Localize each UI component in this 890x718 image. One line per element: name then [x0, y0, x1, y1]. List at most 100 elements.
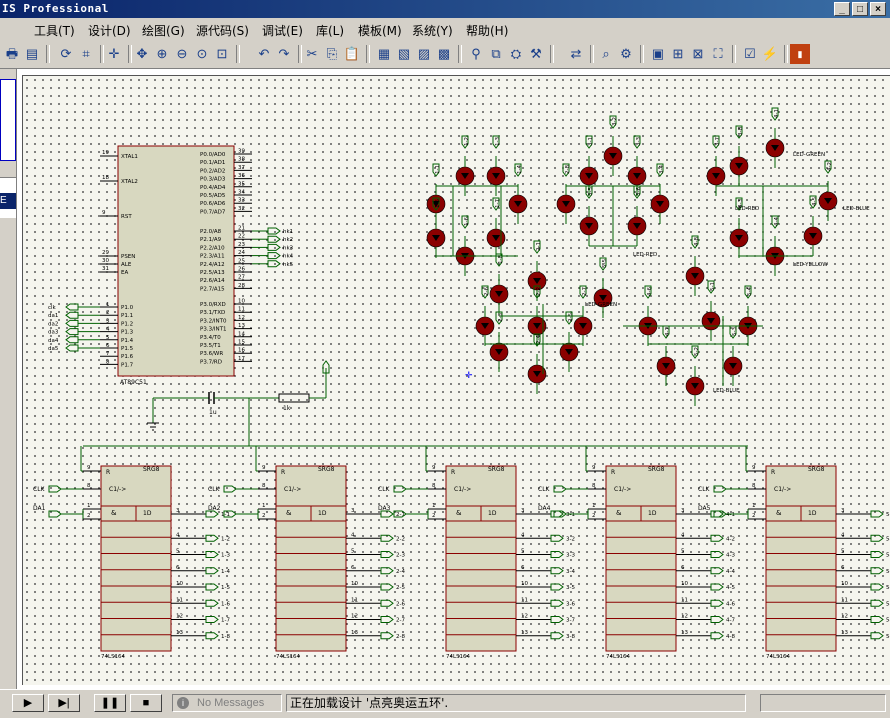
resistor-label: 1k: [283, 405, 291, 412]
stop-button[interactable]: ■: [130, 694, 162, 712]
net-label-hk1: hk1: [283, 229, 293, 235]
step-button[interactable]: ▶|: [48, 694, 80, 712]
cut-icon[interactable]: ✂: [306, 46, 318, 61]
net-label-da5: da5: [48, 346, 59, 352]
copy-icon[interactable]: ⎘: [326, 46, 338, 61]
zoom-in-icon[interactable]: ⊕: [156, 46, 168, 61]
wire-autorouter-icon[interactable]: ⇄: [570, 46, 582, 61]
zoom-all-icon[interactable]: ⊙: [196, 46, 208, 61]
package-icon[interactable]: ⛭: [510, 46, 522, 61]
mcu-pin-name: P0.6/AD6: [200, 201, 226, 207]
led-diode-symbol: [771, 145, 779, 151]
menu-item-5[interactable]: 库(L): [316, 24, 345, 38]
register-out-number: 6: [176, 565, 180, 571]
led-diode-symbol: [691, 273, 699, 279]
overview-window[interactable]: [0, 79, 16, 161]
mcu-pin-name: P0.4/AD4: [200, 185, 226, 191]
refresh-icon[interactable]: ⟳: [60, 46, 72, 61]
zoom-area-icon[interactable]: ⊡: [216, 46, 228, 61]
decompose-icon[interactable]: ⚒: [530, 46, 542, 61]
erc-icon[interactable]: ☑: [744, 46, 756, 61]
netlist-icon[interactable]: ⚡: [761, 46, 779, 61]
mcu-pin-name: P1.7: [121, 362, 134, 368]
register-out-terminal: [710, 632, 724, 640]
mcu-pin-number: 3: [106, 318, 110, 324]
ares-icon[interactable]: ▮: [790, 44, 810, 64]
bill-icon[interactable]: ⛶: [713, 46, 723, 61]
mcu-pin-number: 29: [102, 250, 109, 256]
led-net-label: 5-1: [710, 282, 716, 291]
redo-icon[interactable]: ↷: [278, 46, 290, 61]
register-out-label: 2-6: [396, 601, 405, 607]
grid-icon[interactable]: ⌗: [82, 46, 90, 61]
block-rotate-icon[interactable]: ▨: [417, 46, 431, 61]
mcu-pin-name: P0.5/AD5: [200, 193, 226, 199]
origin-icon[interactable]: ✛: [108, 46, 120, 61]
mcu-part-label: AT89C51: [120, 379, 147, 386]
register-out-terminal: [550, 583, 564, 591]
mcu-pin-number: 36: [238, 173, 245, 179]
play-button[interactable]: ▶: [12, 694, 44, 712]
led-terminal: [712, 135, 720, 149]
block-move-icon[interactable]: ▧: [397, 46, 411, 61]
data-terminal: [48, 510, 62, 518]
exit-sheet-icon[interactable]: ⊠: [692, 46, 704, 61]
mcu-pin-name: P1.3: [121, 330, 134, 336]
mcu-pin-number: 33: [238, 198, 245, 204]
register-pin-number: 2: [432, 513, 436, 519]
pick-device-icon[interactable]: ⚲: [471, 46, 481, 61]
minimize-button[interactable]: _: [834, 2, 850, 16]
register-pin-number: 2: [262, 513, 266, 519]
register-out-terminal: [550, 567, 564, 575]
menu-item-2[interactable]: 绘图(G): [142, 24, 185, 38]
maximize-button[interactable]: □: [852, 2, 868, 16]
info-icon: i: [177, 697, 189, 709]
messages-box[interactable]: i No Messages: [172, 694, 282, 712]
search-icon[interactable]: ⌕: [602, 46, 610, 61]
register-out-label: 5-2: [886, 536, 890, 542]
print-icon[interactable]: 🖶: [5, 46, 19, 61]
menu-item-6[interactable]: 模板(M): [358, 24, 402, 38]
new-sheet-icon[interactable]: ▣: [651, 46, 665, 61]
led-type-label: LED-GREEN: [793, 152, 825, 158]
paste-icon[interactable]: 📋: [343, 46, 361, 61]
mcu-pin-name: P1.4: [121, 338, 134, 344]
register-body: [275, 465, 347, 652]
menu-item-0[interactable]: 工具(T): [34, 24, 75, 38]
cursor-crosshair-icon: ✛: [465, 371, 473, 381]
undo-icon[interactable]: ↶: [258, 46, 270, 61]
menu-item-3[interactable]: 源代码(S): [196, 24, 249, 38]
register-out-label: 4-8: [726, 634, 735, 640]
register-body: [445, 465, 517, 652]
menu-item-7[interactable]: 系统(Y): [412, 24, 453, 38]
menu-item-4[interactable]: 调试(E): [262, 24, 303, 38]
pause-button[interactable]: ❚❚: [94, 694, 126, 712]
register-out-number: 11: [351, 597, 358, 603]
toolbar-separator: [46, 45, 50, 63]
register-out-number: 13: [176, 630, 183, 636]
menu-item-1[interactable]: 设计(D): [88, 24, 131, 38]
block-copy-icon[interactable]: ▦: [377, 46, 391, 61]
register-and-label: &: [286, 509, 292, 517]
property-tool-icon[interactable]: ⚙: [620, 46, 632, 61]
page-icon[interactable]: ▤: [25, 46, 39, 61]
led-diode-symbol: [495, 349, 503, 355]
register-out-number: 4: [681, 532, 685, 538]
led-diode-symbol: [533, 278, 541, 284]
register-out-terminal: [550, 534, 564, 542]
device-list-selected-item[interactable]: E: [0, 193, 16, 209]
block-delete-icon[interactable]: ▩: [437, 46, 451, 61]
menu-item-8[interactable]: 帮助(H): [466, 24, 509, 38]
register-out-number: 13: [521, 630, 528, 636]
mcu-pin-name: P0.0/AD0: [200, 152, 226, 158]
remove-sheet-icon[interactable]: ⊞: [672, 46, 684, 61]
pan-icon[interactable]: ✥: [136, 46, 148, 61]
register-c1-label: C1/->: [454, 486, 471, 493]
make-device-icon[interactable]: ⧉: [491, 46, 501, 61]
zoom-out-icon[interactable]: ⊖: [176, 46, 188, 61]
mcu-pin-number: 16: [238, 348, 245, 354]
close-button[interactable]: ×: [870, 2, 886, 16]
